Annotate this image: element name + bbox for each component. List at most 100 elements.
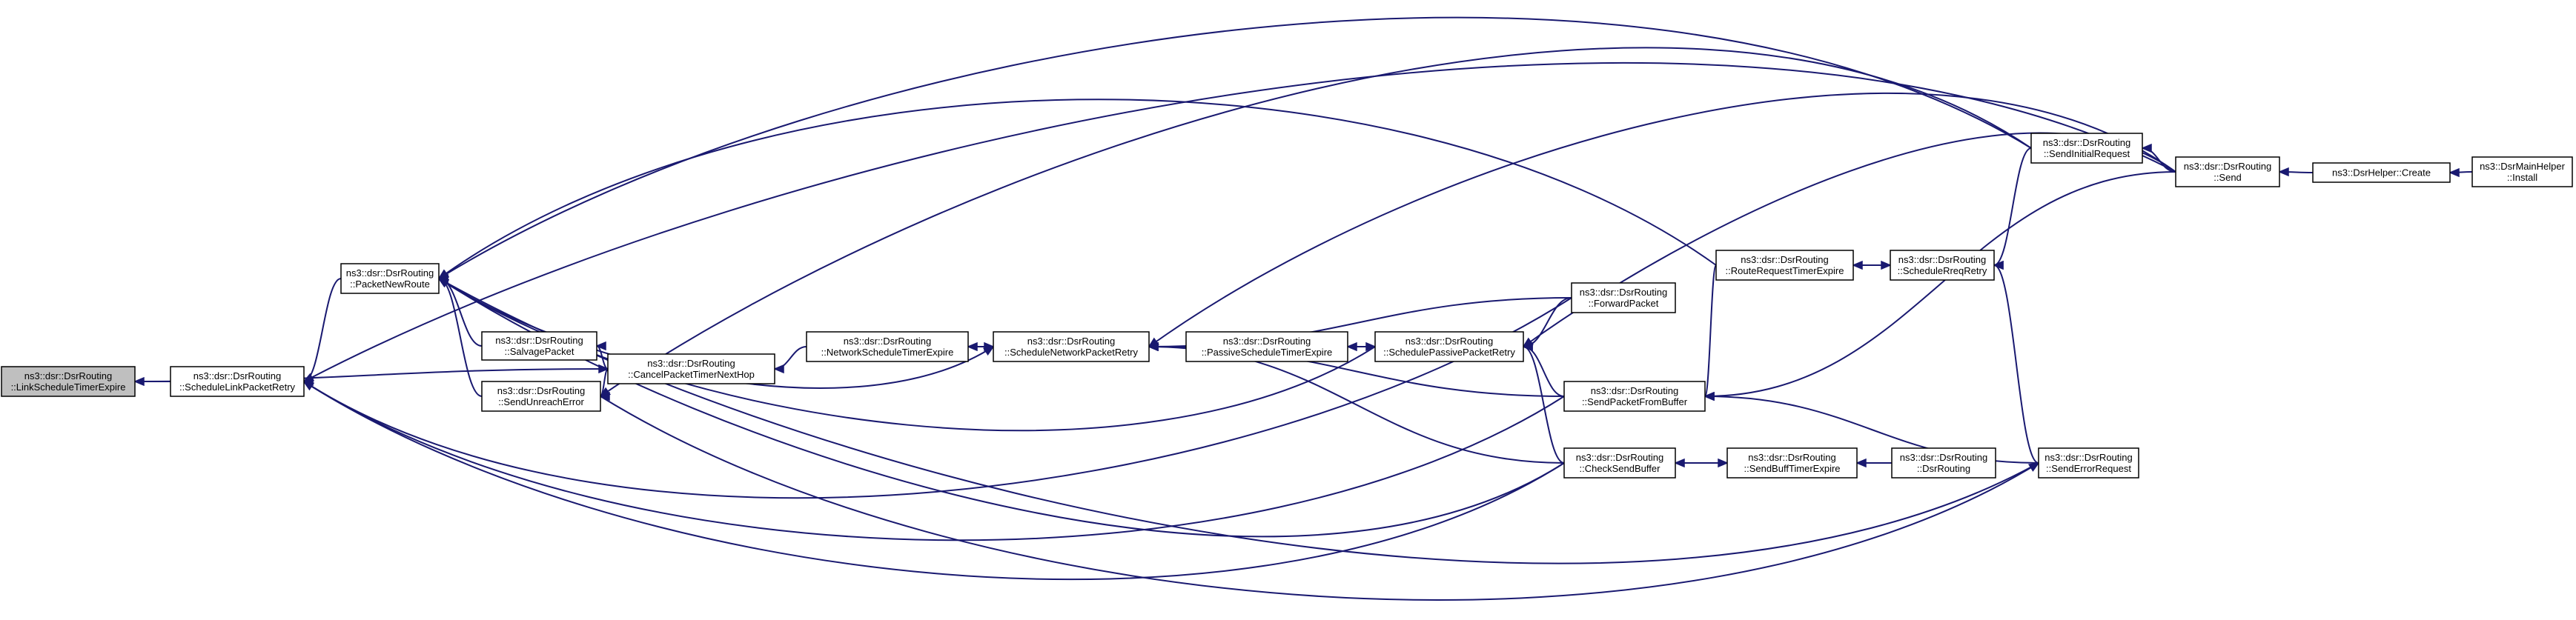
- node-label-namespace: ns3::dsr::DsrRouting: [1223, 336, 1311, 347]
- node-label-method: ::CheckSendBuffer: [1580, 463, 1661, 474]
- edges-layer: [135, 16, 2473, 601]
- node-box[interactable]: [340, 263, 440, 294]
- edge-cancel-packet-timer-next-hop-to-salvage-packet: [597, 346, 609, 370]
- node-label-method: ::ScheduleLinkPacketRetry: [179, 381, 296, 393]
- node-label-namespace: ns3::dsr::DsrRouting: [193, 370, 282, 381]
- node-send-initial-request[interactable]: ns3::dsr::DsrRouting::SendInitialRequest: [2030, 133, 2143, 164]
- node-label-namespace: ns3::dsr::DsrRouting: [1898, 254, 1987, 265]
- node-passive-schedule-timer-expire[interactable]: ns3::dsr::DsrRouting::PassiveScheduleTim…: [1185, 331, 1348, 362]
- node-label-namespace: ns3::dsr::DsrRouting: [1591, 385, 1679, 396]
- node-cancel-packet-timer-next-hop[interactable]: ns3::dsr::DsrRouting::CancelPacketTimerN…: [607, 353, 775, 384]
- node-label-method: ::DsrRouting: [1917, 463, 1970, 474]
- edge-send-initial-request-to-packet-new-route: [439, 16, 2032, 279]
- node-label-method: ::RouteRequestTimerExpire: [1726, 265, 1844, 276]
- node-salvage-packet[interactable]: ns3::dsr::DsrRouting::SalvagePacket: [481, 331, 597, 361]
- node-box[interactable]: [481, 381, 601, 412]
- edge-send-error-request-to-schedule-rreq-retry: [1994, 265, 2039, 464]
- node-packet-new-route[interactable]: ns3::dsr::DsrRouting::PacketNewRoute: [340, 263, 440, 294]
- edge-send-initial-request-to-send-unreach-error: [600, 47, 2032, 396]
- nodes-layer: ns3::dsr::DsrRouting::LinkScheduleTimerE…: [1, 133, 2573, 479]
- edge-send-unreach-error-to-send-error-request: [600, 396, 2039, 601]
- edge-send-error-request-to-packet-new-route: [439, 279, 2039, 564]
- node-send[interactable]: ns3::dsr::DsrRouting::Send: [2175, 156, 2280, 187]
- node-box[interactable]: [2175, 156, 2280, 187]
- node-box[interactable]: [1890, 250, 1995, 281]
- node-label-namespace: ns3::DsrHelper::Create: [2332, 167, 2431, 179]
- node-box[interactable]: [1563, 381, 1706, 412]
- node-box[interactable]: [1185, 331, 1348, 362]
- node-label-namespace: ns3::dsr::DsrRouting: [647, 358, 735, 369]
- node-box[interactable]: [1715, 250, 1854, 281]
- node-box[interactable]: [170, 366, 305, 397]
- node-check-send-buffer[interactable]: ns3::dsr::DsrRouting::CheckSendBuffer: [1563, 447, 1676, 479]
- node-box[interactable]: [1374, 331, 1524, 362]
- node-box[interactable]: [1, 366, 136, 397]
- node-label-method: ::ScheduleRreqRetry: [1898, 265, 1987, 276]
- node-label-namespace: ns3::dsr::DsrRouting: [1900, 452, 1988, 463]
- node-box[interactable]: [1571, 282, 1676, 313]
- edge-send-initial-request-to-schedule-rreq-retry: [1994, 147, 2032, 265]
- node-label-namespace: ns3::dsr::DsrRouting: [1576, 452, 1664, 463]
- node-box[interactable]: [2030, 133, 2143, 164]
- edge-send-to-send-initial-request: [2142, 148, 2176, 173]
- node-send-error-request[interactable]: ns3::dsr::DsrRouting::SendErrorRequest: [2038, 447, 2139, 479]
- node-dsr-main-helper-install[interactable]: ns3::DsrMainHelper::Install: [2471, 156, 2573, 187]
- node-schedule-passive-packet-retry[interactable]: ns3::dsr::DsrRouting::SchedulePassivePac…: [1374, 331, 1524, 362]
- node-label-method: ::SendErrorRequest: [2046, 463, 2131, 474]
- node-send-unreach-error[interactable]: ns3::dsr::DsrRouting::SendUnreachError: [481, 381, 601, 412]
- node-schedule-network-packet-retry[interactable]: ns3::dsr::DsrRouting::ScheduleNetworkPac…: [993, 331, 1150, 362]
- edge-check-send-buffer-to-schedule-link-packet-retry: [304, 381, 1565, 581]
- node-box[interactable]: [2312, 162, 2451, 183]
- node-box[interactable]: [2471, 156, 2573, 187]
- node-label-method: ::SalvagePacket: [505, 346, 575, 357]
- node-label-namespace: ns3::dsr::DsrRouting: [495, 335, 583, 346]
- node-dsr-routing-ctor[interactable]: ns3::dsr::DsrRouting::DsrRouting: [1891, 447, 1996, 479]
- edge-forward-packet-to-schedule-link-packet-retry: [304, 297, 1572, 499]
- node-label-method: ::Install: [2507, 172, 2537, 183]
- edge-dsr-helper-create-to-send: [2279, 172, 2314, 173]
- node-label-method: ::SendPacketFromBuffer: [1582, 396, 1688, 407]
- node-label-namespace: ns3::dsr::DsrRouting: [2044, 452, 2133, 463]
- node-forward-packet[interactable]: ns3::dsr::DsrRouting::ForwardPacket: [1571, 282, 1676, 313]
- edge-send-unreach-error-to-packet-new-route: [439, 279, 483, 397]
- node-label-namespace: ns3::dsr::DsrRouting: [346, 267, 434, 279]
- node-box[interactable]: [806, 331, 969, 362]
- node-label-namespace: ns3::dsr::DsrRouting: [2043, 137, 2131, 148]
- node-box[interactable]: [2038, 447, 2139, 479]
- node-label-namespace: ns3::dsr::DsrRouting: [24, 370, 113, 381]
- edge-send-to-schedule-link-packet-retry: [304, 61, 2176, 381]
- node-dsr-helper-create[interactable]: ns3::DsrHelper::Create: [2312, 162, 2451, 183]
- edge-check-send-buffer-to-packet-new-route: [439, 279, 1565, 538]
- edge-route-request-timer-expire-to-send-packet-from-buffer: [1705, 264, 1717, 396]
- node-label-namespace: ns3::dsr::DsrRouting: [497, 385, 586, 396]
- node-label-method: ::ScheduleNetworkPacketRetry: [1004, 347, 1138, 358]
- node-label-namespace: ns3::dsr::DsrRouting: [844, 336, 932, 347]
- node-label-method: ::Send: [2214, 172, 2242, 183]
- node-label-method: ::SendUnreachError: [498, 396, 584, 407]
- node-label-namespace: ns3::dsr::DsrRouting: [1748, 452, 1836, 463]
- node-link-schedule-timer-expire[interactable]: ns3::dsr::DsrRouting::LinkScheduleTimerE…: [1, 366, 136, 397]
- node-box[interactable]: [1726, 447, 1858, 479]
- edge-send-packet-from-buffer-to-schedule-link-packet-retry: [304, 381, 1565, 541]
- node-box[interactable]: [1563, 447, 1676, 479]
- node-schedule-rreq-retry[interactable]: ns3::dsr::DsrRouting::ScheduleRreqRetry: [1890, 250, 1995, 281]
- node-send-packet-from-buffer[interactable]: ns3::dsr::DsrRouting::SendPacketFromBuff…: [1563, 381, 1706, 412]
- node-label-namespace: ns3::dsr::DsrRouting: [1027, 336, 1116, 347]
- edge-network-schedule-timer-expire-to-cancel-packet-timer-next-hop: [775, 346, 807, 369]
- node-label-namespace: ns3::dsr::DsrRouting: [1580, 287, 1668, 298]
- node-send-buff-timer-expire[interactable]: ns3::dsr::DsrRouting::SendBuffTimerExpir…: [1726, 447, 1858, 479]
- node-network-schedule-timer-expire[interactable]: ns3::dsr::DsrRouting::NetworkScheduleTim…: [806, 331, 969, 362]
- node-box[interactable]: [993, 331, 1150, 362]
- edge-dsr-main-helper-install-to-dsr-helper-create: [2450, 172, 2473, 173]
- edge-send-packet-from-buffer-to-schedule-passive-packet-retry: [1523, 347, 1565, 397]
- node-box[interactable]: [607, 353, 775, 384]
- node-label-method: ::PassiveScheduleTimerExpire: [1202, 347, 1333, 358]
- edge-send-to-schedule-passive-packet-retry: [1523, 132, 2176, 347]
- node-schedule-link-packet-retry[interactable]: ns3::dsr::DsrRouting::ScheduleLinkPacket…: [170, 366, 305, 397]
- node-route-request-timer-expire[interactable]: ns3::dsr::DsrRouting::RouteRequestTimerE…: [1715, 250, 1854, 281]
- node-label-method: ::SendBuffTimerExpire: [1744, 463, 1840, 474]
- node-box[interactable]: [481, 331, 597, 361]
- edge-send-to-schedule-network-packet-retry: [1149, 92, 2176, 347]
- node-box[interactable]: [1891, 447, 1996, 479]
